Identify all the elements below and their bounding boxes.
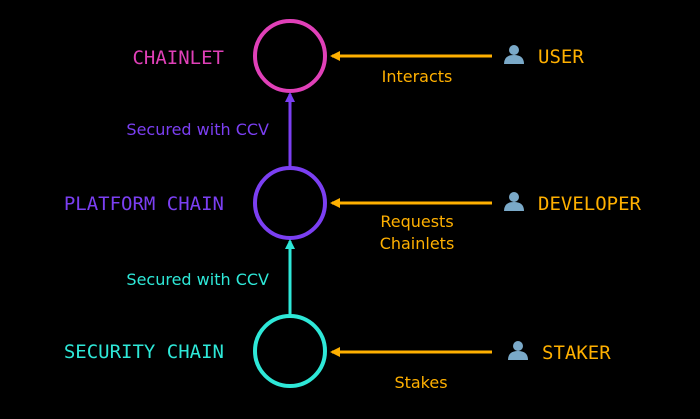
chainlet-node xyxy=(253,19,327,93)
security-chain-label: SECURITY CHAIN xyxy=(64,341,224,363)
staker-action-label: Stakes xyxy=(394,373,447,392)
developer-action-label-line2: Chainlets xyxy=(380,234,455,253)
person-icon xyxy=(504,192,524,211)
staker-label: STAKER xyxy=(542,342,611,364)
security-chain-node xyxy=(253,314,327,388)
user-action-label: Interacts xyxy=(382,67,453,86)
person-icon xyxy=(508,341,528,360)
platform-chain-node xyxy=(253,166,327,240)
platform-chain-label: PLATFORM CHAIN xyxy=(64,193,224,215)
user-label: USER xyxy=(538,46,584,68)
developer-action-label-line1: Requests xyxy=(380,212,453,231)
person-icon xyxy=(504,45,524,64)
chainlet-label: CHAINLET xyxy=(132,47,224,69)
platform-to-chainlet-label: Secured with CCV xyxy=(126,120,269,139)
security-to-platform-label: Secured with CCV xyxy=(126,270,269,289)
developer-label: DEVELOPER xyxy=(538,193,642,215)
